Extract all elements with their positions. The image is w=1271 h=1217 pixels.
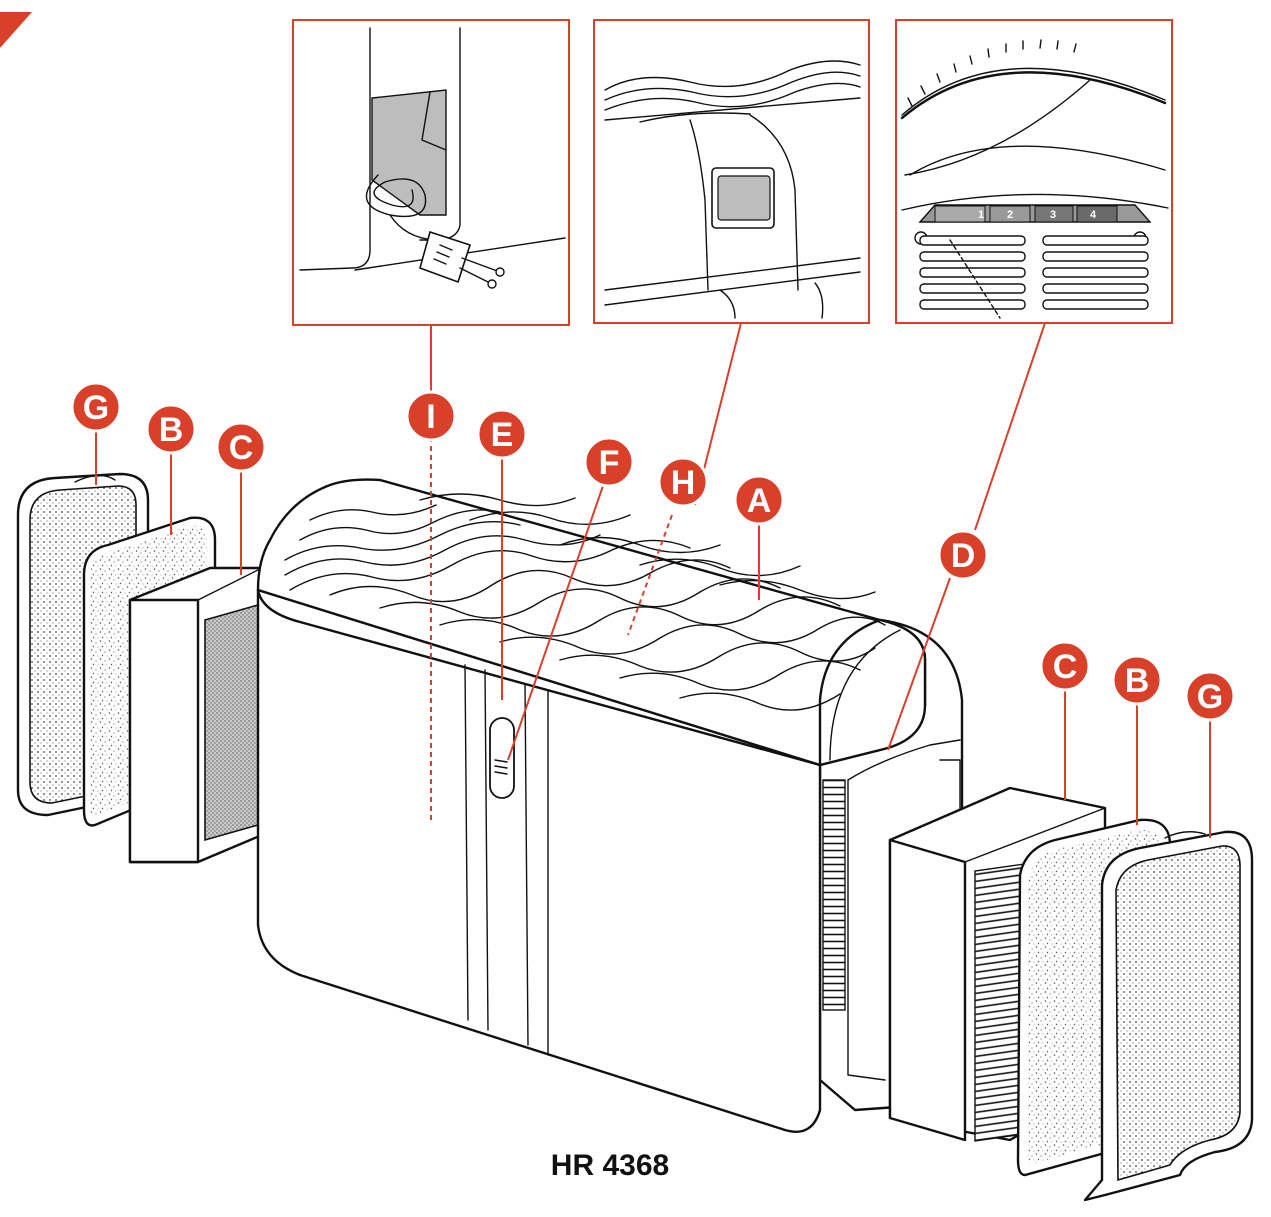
- callout-G-right: G: [1184, 670, 1236, 722]
- speed-segment-3: [1034, 205, 1074, 223]
- left-filter-stack: [16, 472, 264, 864]
- svg-text:B: B: [1125, 662, 1150, 700]
- speed-segment-1: [934, 205, 986, 223]
- callout-D: D: [937, 529, 989, 581]
- svg-text:C: C: [229, 429, 254, 467]
- speed-segment-2: [989, 205, 1031, 223]
- speed-label-1: 1: [978, 209, 984, 221]
- svg-text:G: G: [1197, 678, 1223, 716]
- svg-text:E: E: [491, 416, 514, 454]
- callout-E: E: [476, 408, 528, 460]
- svg-text:I: I: [426, 398, 435, 436]
- top-grille-waves: [284, 493, 886, 711]
- svg-text:F: F: [599, 444, 620, 482]
- model-label: HR 4368: [551, 1149, 669, 1182]
- speed-segment-4: [1076, 205, 1118, 223]
- callout-C-left: C: [215, 421, 267, 473]
- callout-F: F: [583, 436, 635, 488]
- corner-mark: [0, 12, 32, 48]
- callout-B-right: B: [1111, 654, 1163, 706]
- svg-text:C: C: [1053, 648, 1078, 686]
- inset-power-cord: [292, 19, 570, 326]
- right-prefilter-frame: [1083, 830, 1254, 1202]
- svg-text:G: G: [83, 389, 109, 427]
- callout-C-right: C: [1039, 640, 1091, 692]
- speed-label-2: 2: [1007, 209, 1013, 221]
- callout-I: I: [405, 390, 457, 442]
- right-filter-stack: [888, 786, 1254, 1202]
- callout-H: H: [657, 456, 709, 508]
- inset-handle: [593, 19, 870, 324]
- svg-text:H: H: [671, 464, 696, 502]
- callout-A: A: [733, 474, 785, 526]
- panel-vents: [919, 235, 1149, 310]
- left-hepa-filter: [128, 566, 264, 864]
- control-ticks: [907, 39, 1077, 107]
- svg-text:A: A: [747, 482, 772, 520]
- callout-G-left: G: [70, 381, 122, 433]
- svg-text:D: D: [951, 537, 976, 575]
- speed-label-3: 3: [1050, 209, 1056, 221]
- svg-text:B: B: [159, 411, 184, 449]
- callout-B-left: B: [145, 403, 197, 455]
- speed-label-4: 4: [1090, 209, 1097, 221]
- purifier-body: [256, 478, 964, 1133]
- inset-control-panel: 1 2 3 4: [895, 19, 1173, 324]
